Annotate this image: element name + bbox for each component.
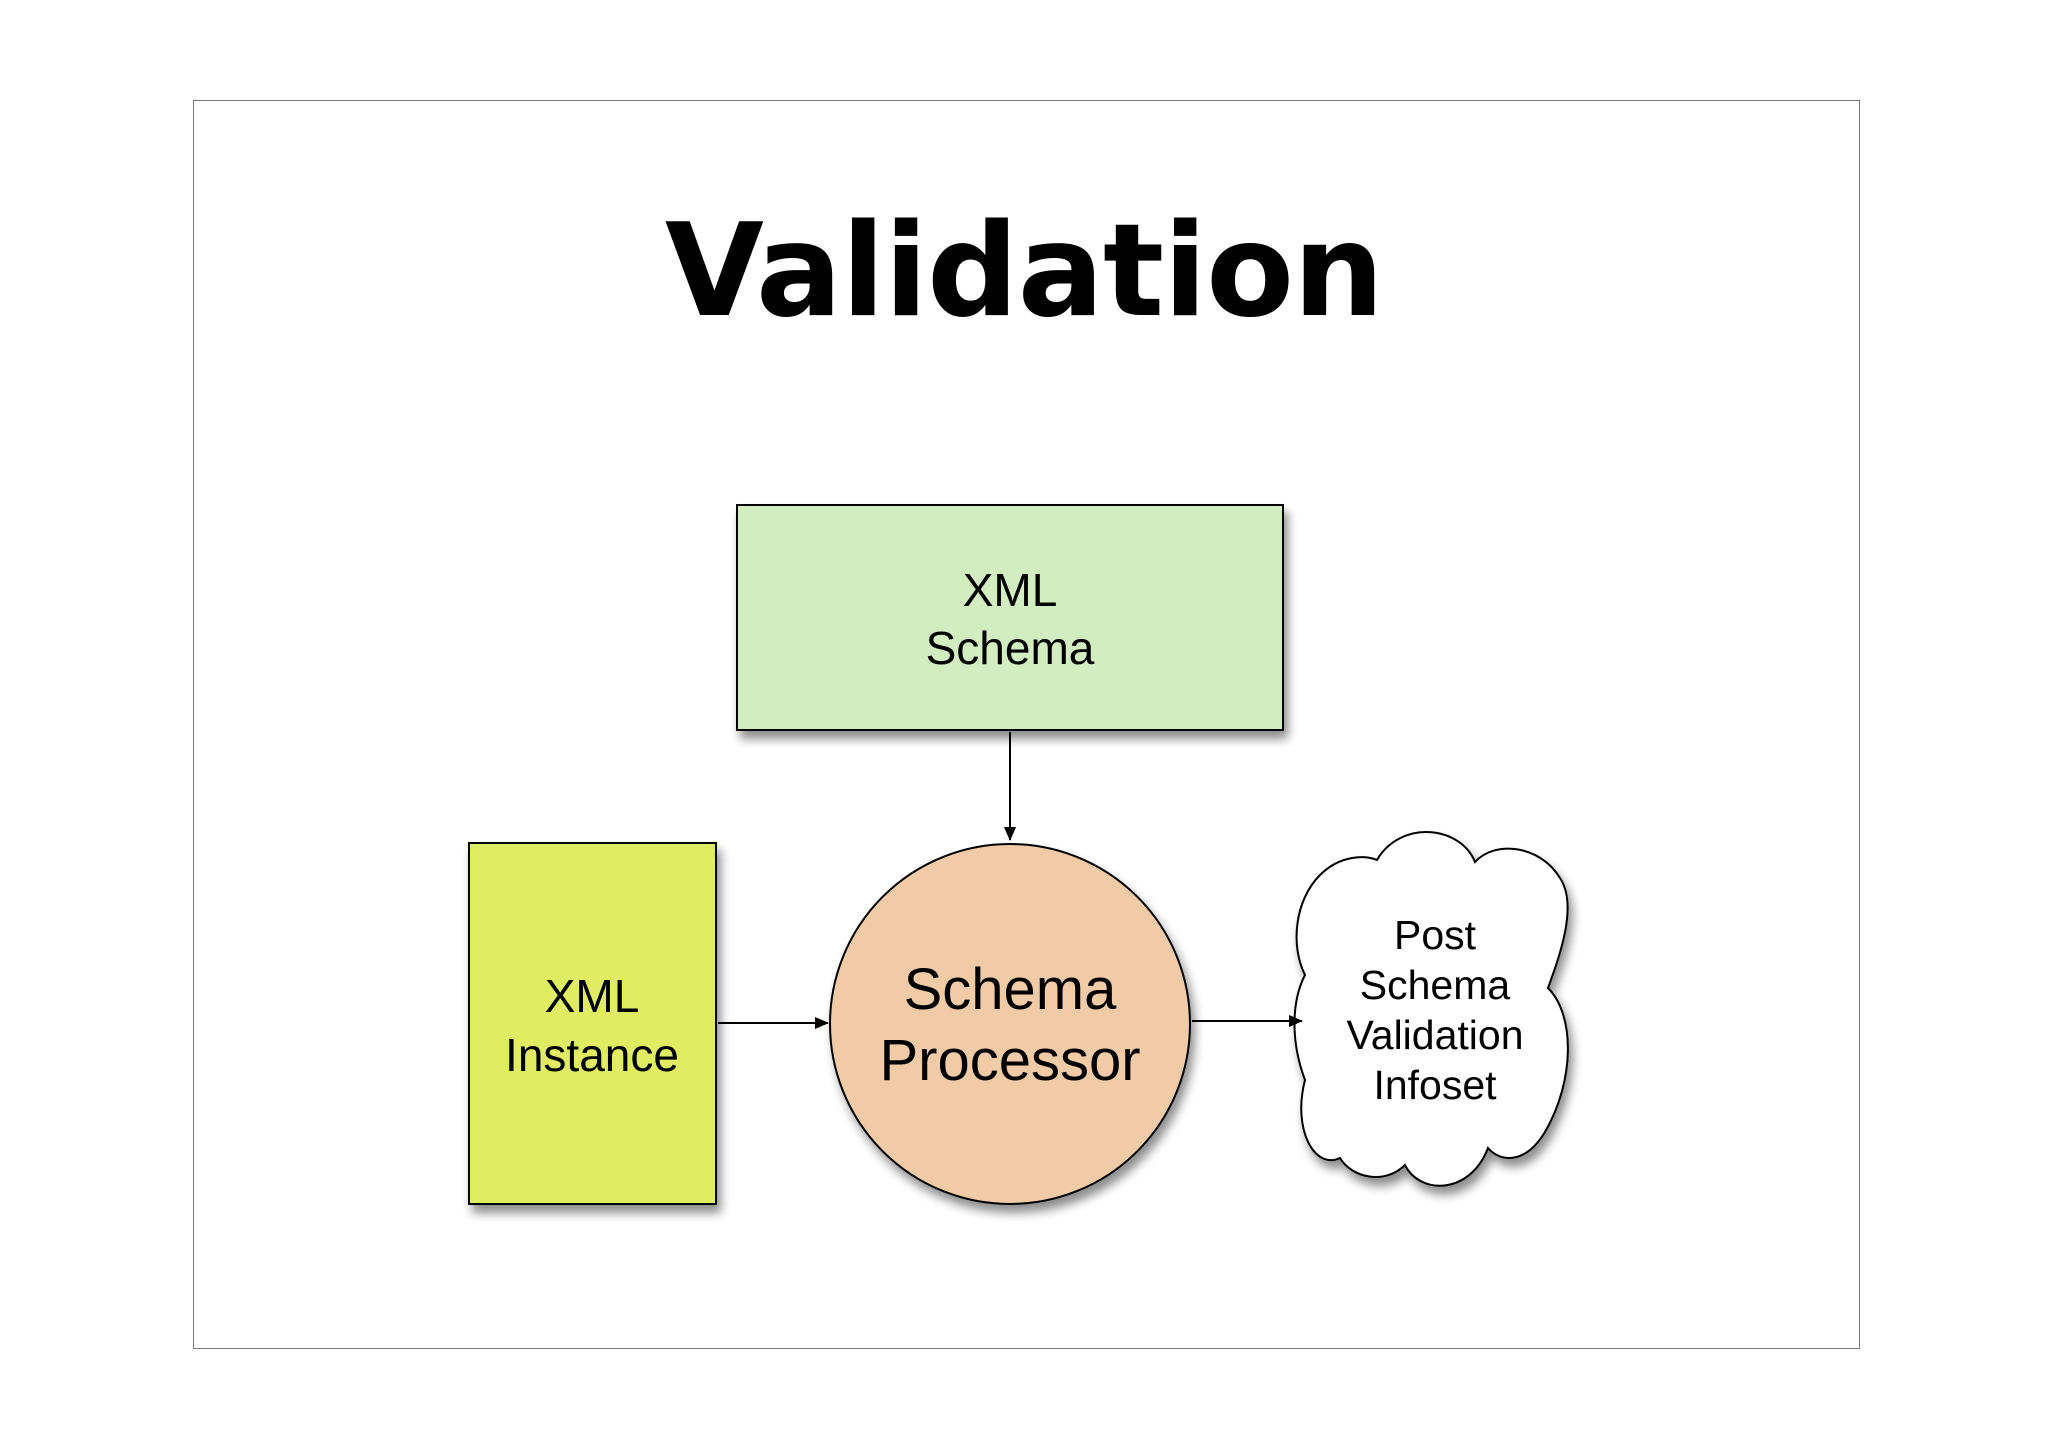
schema-processor-label-line2: Processor — [879, 1028, 1140, 1093]
slide-title: Validation — [664, 197, 1384, 346]
xml-schema-box — [736, 504, 1284, 731]
xml-schema-label-line1: XML — [963, 564, 1058, 616]
xml-schema-label-line2: Schema — [926, 622, 1095, 674]
xml-instance-node: XML Instance — [468, 842, 717, 1205]
schema-processor-circle — [829, 843, 1191, 1205]
psvi-node: Post Schema Validation Infoset — [1293, 831, 1569, 1187]
psvi-label-line3: Validation — [1346, 1012, 1523, 1058]
xml-instance-box — [468, 842, 717, 1205]
xml-schema-node: XML Schema — [736, 504, 1284, 731]
schema-processor-node: Schema Processor — [829, 843, 1191, 1205]
schema-processor-label-line1: Schema — [904, 957, 1118, 1022]
psvi-label-line1: Post — [1394, 912, 1477, 958]
psvi-label-line2: Schema — [1360, 962, 1511, 1008]
psvi-label-line4: Infoset — [1373, 1062, 1497, 1108]
xml-instance-label-line1: XML — [545, 970, 640, 1022]
xml-instance-label-line2: Instance — [505, 1029, 679, 1081]
psvi-cloud — [1293, 831, 1569, 1187]
